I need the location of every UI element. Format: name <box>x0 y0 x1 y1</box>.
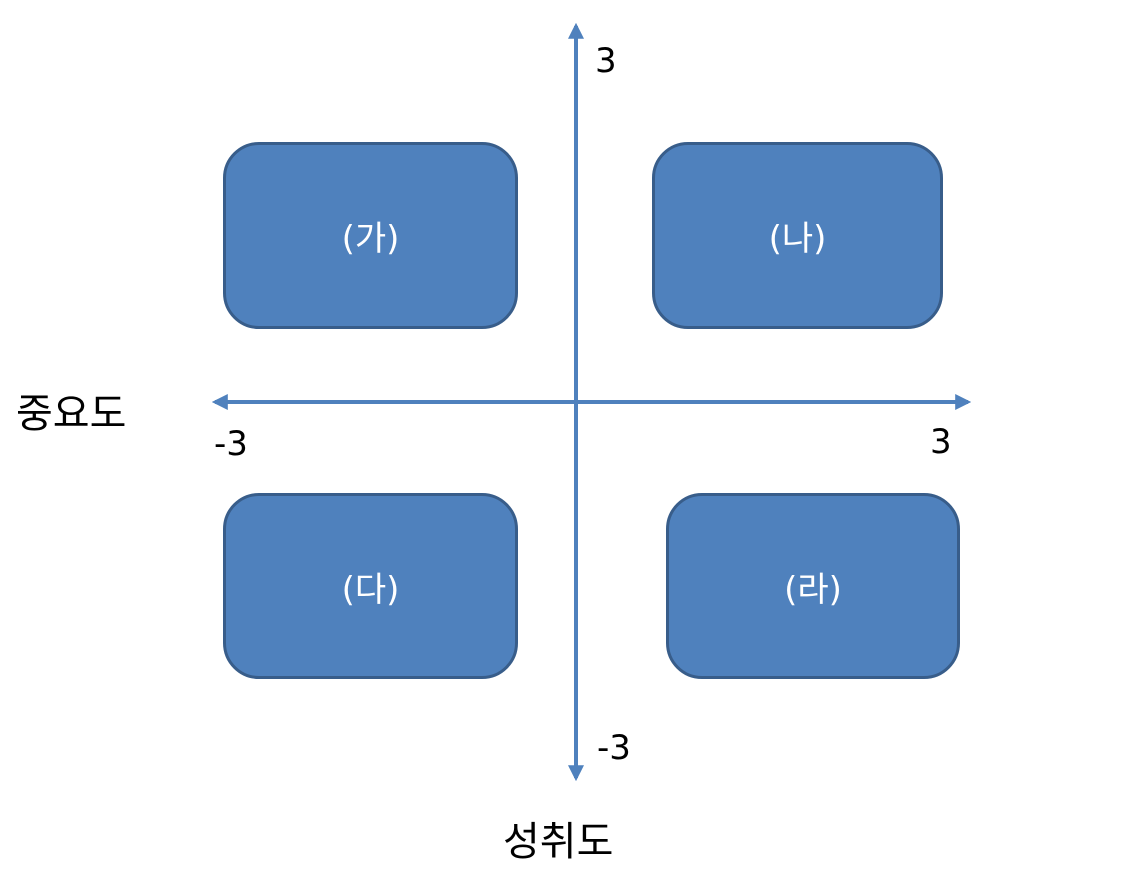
quadrant-label-top-right: (나) <box>768 219 827 259</box>
vertical-axis-min-label: -3 <box>597 728 631 768</box>
quadrant-label-bottom-left: (다) <box>341 569 400 610</box>
quadrant-label-top-left: (가) <box>341 219 400 259</box>
quadrant-box-top-left: (가) <box>223 142 518 329</box>
horizontal-axis-title: 중요도 <box>16 391 127 437</box>
quadrant-box-bottom-right: (라) <box>666 493 960 679</box>
horizontal-axis-max-label: 3 <box>930 422 952 462</box>
vertical-axis-title: 성취도 <box>503 819 614 865</box>
quadrant-box-top-right: (나) <box>652 142 943 329</box>
horizontal-axis-min-label: -3 <box>214 424 248 464</box>
quadrant-box-bottom-left: (다) <box>223 493 518 679</box>
vertical-axis-max-label: 3 <box>595 41 617 81</box>
quadrant-label-bottom-right: (라) <box>784 569 842 610</box>
